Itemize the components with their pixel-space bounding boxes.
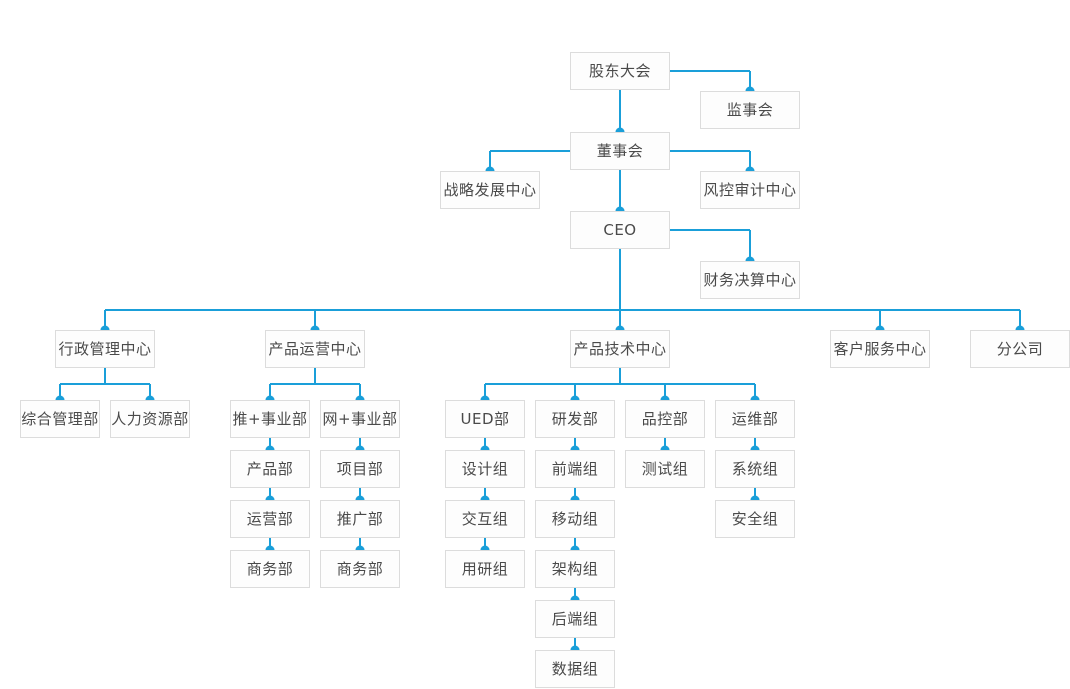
- org-node[interactable]: 人力资源部: [110, 400, 190, 438]
- org-node[interactable]: UED部: [445, 400, 525, 438]
- org-node-label: 董事会: [596, 141, 644, 160]
- org-node-label: 交互组: [461, 509, 509, 528]
- org-node[interactable]: 董事会: [570, 132, 670, 170]
- org-node-label: 前端组: [551, 459, 599, 478]
- org-node[interactable]: 商务部: [230, 550, 310, 588]
- org-node[interactable]: 产品运营中心: [265, 330, 365, 368]
- org-node[interactable]: 风控审计中心: [700, 171, 800, 209]
- org-node-label: 行政管理中心: [58, 339, 152, 358]
- org-node[interactable]: 监事会: [700, 91, 800, 129]
- org-node-label: 综合管理部: [21, 409, 99, 428]
- org-node[interactable]: 设计组: [445, 450, 525, 488]
- org-node-label: 商务部: [246, 559, 294, 578]
- org-node-label: 项目部: [336, 459, 384, 478]
- org-node[interactable]: 客户服务中心: [830, 330, 930, 368]
- org-node[interactable]: 运维部: [715, 400, 795, 438]
- org-node-label: 网+事业部: [322, 409, 398, 428]
- org-node[interactable]: 产品部: [230, 450, 310, 488]
- org-node-label: 推+事业部: [232, 409, 308, 428]
- org-node[interactable]: 运营部: [230, 500, 310, 538]
- org-node-label: 股东大会: [588, 61, 651, 80]
- org-node-label: 运营部: [246, 509, 294, 528]
- org-node-label: 监事会: [726, 100, 774, 119]
- org-node-label: 商务部: [336, 559, 384, 578]
- org-node[interactable]: 测试组: [625, 450, 705, 488]
- org-node[interactable]: 后端组: [535, 600, 615, 638]
- org-node[interactable]: 移动组: [535, 500, 615, 538]
- org-node[interactable]: 推广部: [320, 500, 400, 538]
- org-node-label: 设计组: [461, 459, 509, 478]
- org-node-label: 架构组: [551, 559, 599, 578]
- org-node-label: 人力资源部: [111, 409, 189, 428]
- org-node[interactable]: 数据组: [535, 650, 615, 688]
- org-node-label: 分公司: [996, 339, 1044, 358]
- org-node[interactable]: 股东大会: [570, 52, 670, 90]
- org-node[interactable]: 用研组: [445, 550, 525, 588]
- org-node-label: 产品部: [246, 459, 294, 478]
- org-node-label: 数据组: [551, 659, 599, 678]
- org-node-label: 系统组: [731, 459, 779, 478]
- org-node-label: 产品运营中心: [268, 339, 362, 358]
- org-node[interactable]: 推+事业部: [230, 400, 310, 438]
- org-node[interactable]: 品控部: [625, 400, 705, 438]
- org-node[interactable]: 行政管理中心: [55, 330, 155, 368]
- org-node-label: 产品技术中心: [573, 339, 667, 358]
- org-node[interactable]: 商务部: [320, 550, 400, 588]
- org-node[interactable]: CEO: [570, 211, 670, 249]
- org-node[interactable]: 财务决算中心: [700, 261, 800, 299]
- org-node[interactable]: 产品技术中心: [570, 330, 670, 368]
- org-node-label: 品控部: [641, 409, 689, 428]
- org-node-label: 用研组: [461, 559, 509, 578]
- org-node[interactable]: 战略发展中心: [440, 171, 540, 209]
- org-node-label: 风控审计中心: [703, 180, 797, 199]
- org-node-label: 移动组: [551, 509, 599, 528]
- org-node-label: CEO: [603, 220, 637, 239]
- org-node[interactable]: 网+事业部: [320, 400, 400, 438]
- org-node-label: UED部: [460, 409, 510, 428]
- org-node[interactable]: 研发部: [535, 400, 615, 438]
- org-node[interactable]: 架构组: [535, 550, 615, 588]
- org-node-label: 推广部: [336, 509, 384, 528]
- org-node-label: 财务决算中心: [703, 270, 797, 289]
- org-node-label: 研发部: [551, 409, 599, 428]
- org-node[interactable]: 项目部: [320, 450, 400, 488]
- org-node[interactable]: 系统组: [715, 450, 795, 488]
- org-node[interactable]: 综合管理部: [20, 400, 100, 438]
- org-node-label: 后端组: [551, 609, 599, 628]
- org-node[interactable]: 安全组: [715, 500, 795, 538]
- org-node-label: 战略发展中心: [443, 180, 537, 199]
- org-node[interactable]: 前端组: [535, 450, 615, 488]
- org-node[interactable]: 分公司: [970, 330, 1070, 368]
- org-node[interactable]: 交互组: [445, 500, 525, 538]
- org-node-label: 测试组: [641, 459, 689, 478]
- org-node-label: 运维部: [731, 409, 779, 428]
- org-node-label: 客户服务中心: [833, 339, 927, 358]
- org-node-label: 安全组: [731, 509, 779, 528]
